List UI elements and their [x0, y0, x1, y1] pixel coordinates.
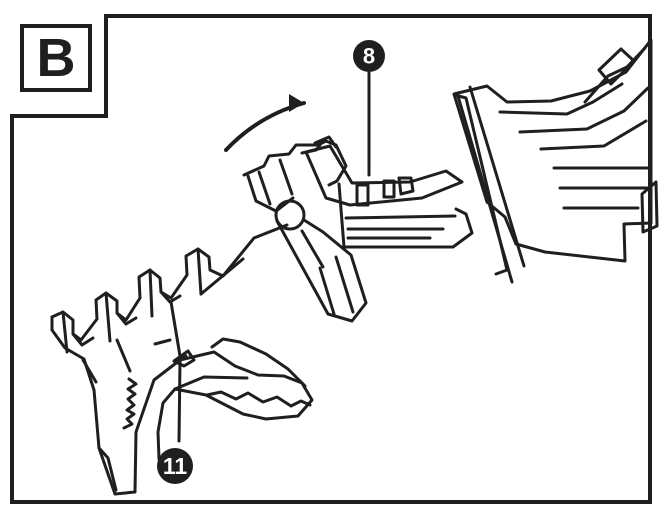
rotation-arrow-icon: [224, 94, 306, 152]
callout-8-badge: [353, 40, 385, 72]
tool-body-icon: [452, 38, 659, 284]
callout-11-label: 11: [163, 453, 188, 479]
callout-11-badge: [157, 448, 193, 484]
callout-8-label: 8: [363, 44, 375, 69]
callout-11: 11: [157, 448, 193, 484]
panel-label: B: [20, 24, 92, 92]
saw-shoe-icon: [50, 223, 314, 496]
saw-blade-clamp-icon: [300, 92, 474, 249]
callout-8: 8: [353, 40, 385, 72]
lever-icon: [242, 139, 368, 323]
figure-frame: [10, 14, 652, 504]
